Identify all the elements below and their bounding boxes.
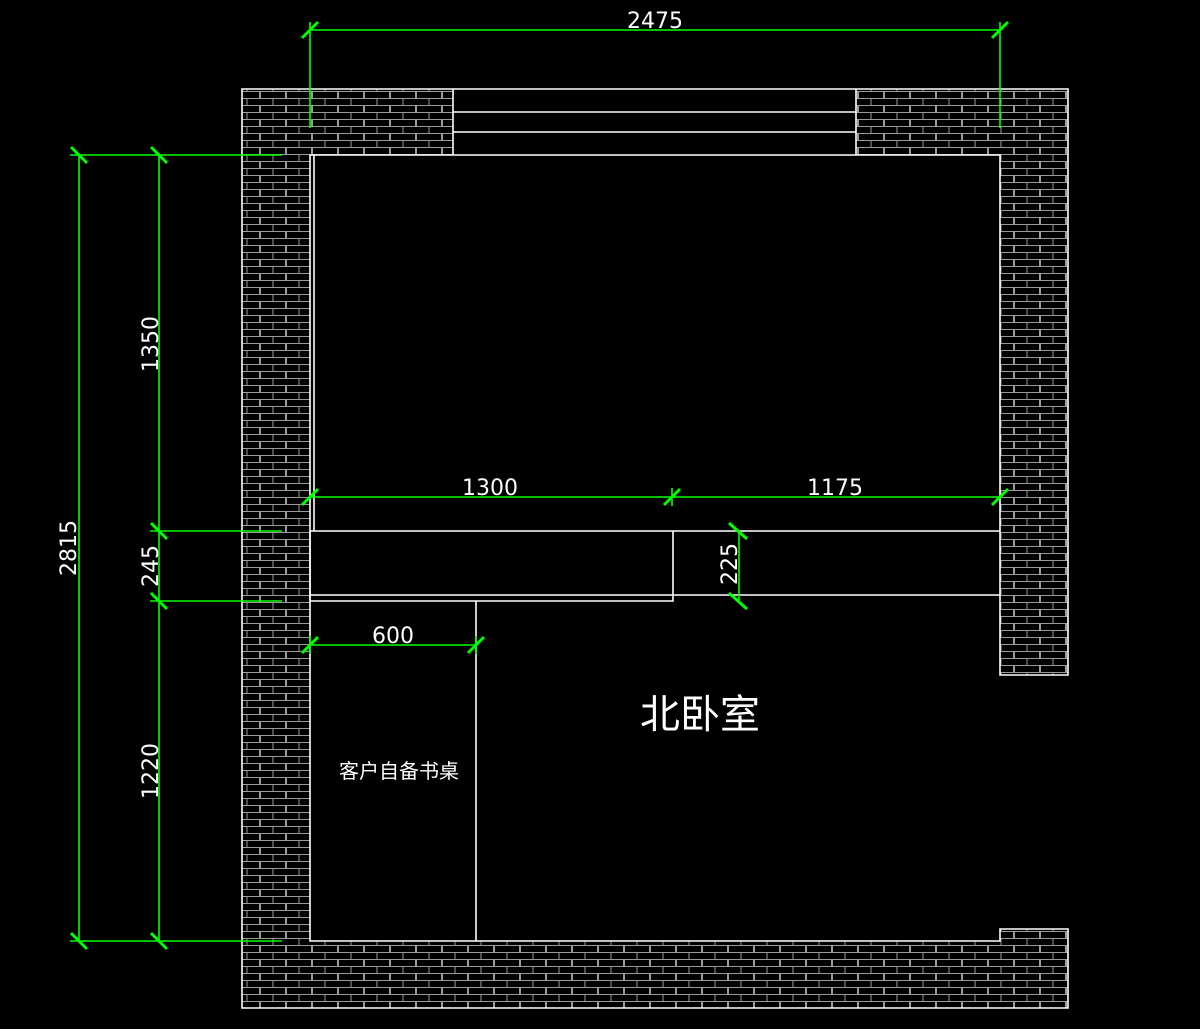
wall-bottom xyxy=(242,941,1068,1008)
dim-cabinet-right: 1175 xyxy=(807,476,863,501)
wall-outlines xyxy=(241,88,1069,1009)
window xyxy=(452,89,857,155)
dimension-texts: 2475 2815 1350 245 1220 1300 1175 225 60… xyxy=(57,9,863,799)
dimension-lines xyxy=(69,20,1010,951)
wall-top-right xyxy=(856,89,1068,155)
dim-left-lower: 1220 xyxy=(139,743,164,799)
dim-cabinet-left: 1300 xyxy=(462,476,518,501)
dim-desk-width: 600 xyxy=(372,624,414,649)
wall-right xyxy=(1000,155,1068,675)
cabinet xyxy=(309,530,1000,602)
wall-left xyxy=(242,155,310,941)
dim-cabinet-step: 225 xyxy=(718,543,743,585)
walls xyxy=(242,89,1068,1008)
wall-bottom-right-stub xyxy=(1000,929,1068,941)
dim-overall-height: 2815 xyxy=(57,520,82,576)
room-label: 北卧室 xyxy=(640,692,760,738)
dim-left-middle: 245 xyxy=(139,545,164,587)
dim-left-upper: 1350 xyxy=(139,316,164,372)
wall-top-left xyxy=(242,89,453,155)
dim-overall-width: 2475 xyxy=(627,9,683,34)
desk-label: 客户自备书桌 xyxy=(339,759,459,783)
